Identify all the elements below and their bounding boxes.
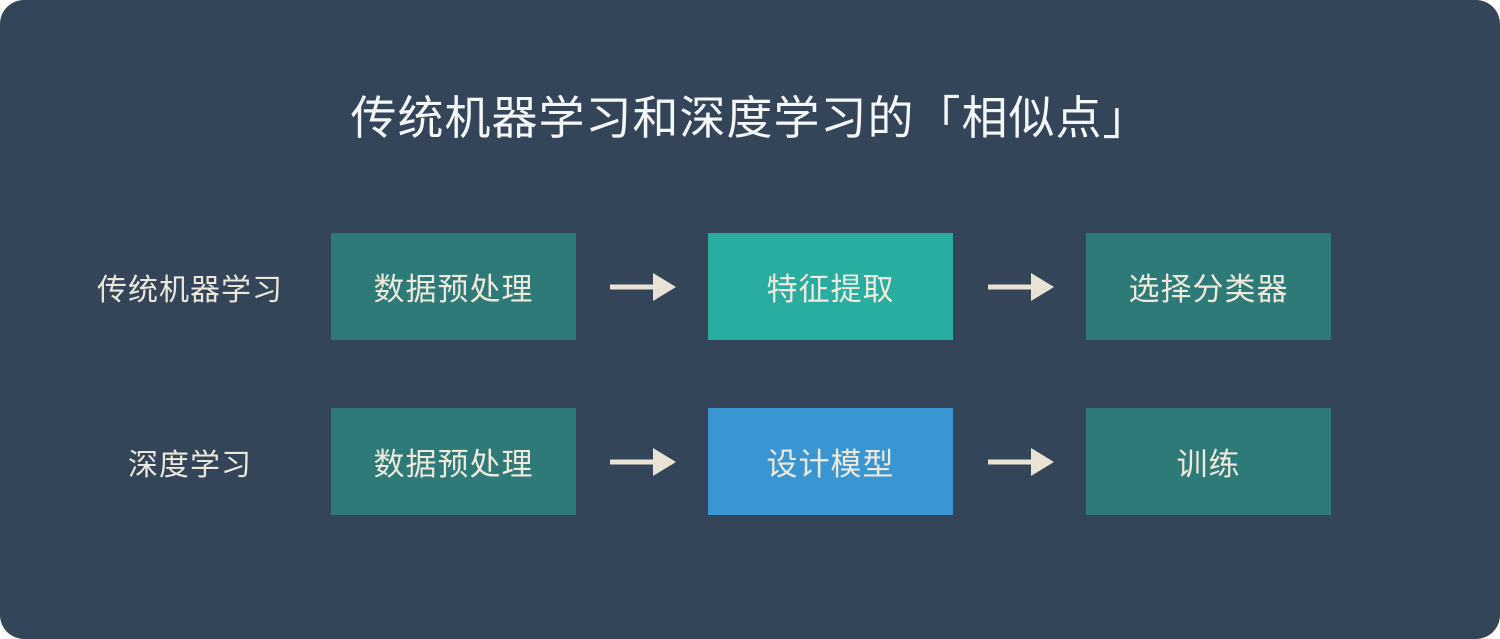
row-label-deep-learning: 深度学习 [128, 448, 252, 482]
flow-row-deep-learning: 深度学习 数据预处理 设计模型 训练 [0, 408, 1500, 515]
step-box-design-model: 设计模型 [708, 408, 953, 515]
arrow-right-icon [987, 447, 1055, 477]
step-box-label: 数据预处理 [373, 447, 534, 482]
step-box-training: 训练 [1086, 408, 1331, 515]
arrow-right-icon [987, 272, 1055, 302]
flow-row-traditional-ml: 传统机器学习 数据预处理 特征提取 选择分类器 [0, 233, 1500, 340]
row-label-traditional-ml: 传统机器学习 [97, 273, 283, 307]
step-box-label: 数据预处理 [373, 272, 534, 307]
step-box-data-preprocessing-dl: 数据预处理 [331, 408, 576, 515]
step-box-label: 训练 [1176, 447, 1241, 482]
step-box-label: 特征提取 [766, 272, 895, 307]
arrow-right-icon [609, 272, 677, 302]
step-box-feature-extraction: 特征提取 [708, 233, 953, 340]
diagram-title: 传统机器学习和深度学习的「相似点」 [350, 92, 1150, 144]
arrow-right-icon [609, 447, 677, 477]
step-box-data-preprocessing-ml: 数据预处理 [331, 233, 576, 340]
step-box-select-classifier: 选择分类器 [1086, 233, 1331, 340]
step-box-label: 设计模型 [766, 447, 895, 482]
step-box-label: 选择分类器 [1128, 272, 1289, 307]
